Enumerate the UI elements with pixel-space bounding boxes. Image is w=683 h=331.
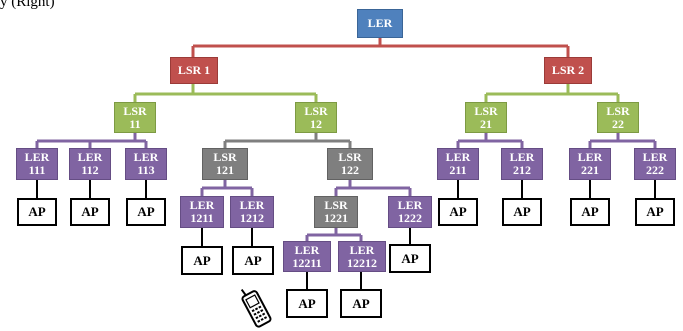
lsr-level3-links bbox=[223, 133, 352, 148]
node-label: LER bbox=[577, 150, 603, 164]
node-label: LSR 1 bbox=[177, 63, 211, 77]
node-lsr-1: LSR 1 bbox=[170, 57, 218, 84]
ap-box: AP bbox=[635, 198, 675, 226]
node-id: 12 bbox=[310, 116, 322, 131]
node-id: 112 bbox=[81, 163, 99, 177]
node-id: 111 bbox=[28, 163, 46, 177]
root-links bbox=[191, 38, 570, 57]
ler-links bbox=[35, 133, 657, 241]
node-id: 11 bbox=[129, 116, 141, 131]
node-label: LER bbox=[642, 150, 668, 164]
node-label: LER bbox=[294, 242, 320, 257]
node-id: 221 bbox=[581, 163, 599, 177]
node-id: 22 bbox=[612, 116, 624, 131]
node-id: 222 bbox=[646, 163, 664, 177]
ap-box: AP bbox=[340, 289, 382, 318]
ap-box: AP bbox=[126, 198, 166, 226]
node-label: LER bbox=[445, 150, 471, 164]
ap-box: AP bbox=[570, 198, 610, 226]
node-label: LSR bbox=[606, 103, 630, 118]
caption-fragment: y (Right) bbox=[0, 0, 55, 10]
node-id: 21 bbox=[480, 116, 492, 131]
ap-box: AP bbox=[17, 198, 57, 226]
node-label: LER bbox=[189, 198, 215, 212]
node-id: 1221 bbox=[324, 211, 348, 225]
node-id: 121 bbox=[216, 163, 234, 177]
ap-box: AP bbox=[286, 289, 328, 318]
ap-links bbox=[36, 180, 656, 289]
ap-box: AP bbox=[438, 198, 478, 226]
node-label: LER bbox=[77, 150, 103, 164]
node-id: 12212 bbox=[347, 255, 377, 270]
node-label: LER bbox=[24, 150, 50, 164]
ap-box: AP bbox=[70, 198, 110, 226]
lsr-level2-links bbox=[133, 84, 620, 102]
node-id: 1211 bbox=[190, 211, 214, 225]
node-label: LSR bbox=[304, 103, 328, 118]
node-id: 122 bbox=[341, 163, 359, 177]
node-label: LER bbox=[349, 242, 375, 257]
node-label: LSR bbox=[213, 150, 237, 164]
node-label: LSR 2 bbox=[551, 63, 585, 77]
node-label: LER bbox=[239, 198, 265, 212]
node-ler-root: LER bbox=[357, 9, 403, 38]
node-label: LER bbox=[397, 198, 423, 212]
ap-box: AP bbox=[502, 198, 542, 226]
mobile-phone-icon bbox=[240, 288, 272, 328]
node-id: 1212 bbox=[240, 211, 264, 225]
node-label: LSR bbox=[474, 103, 498, 118]
node-label: LSR bbox=[123, 103, 147, 118]
node-lsr-2: LSR 2 bbox=[544, 57, 592, 84]
node-id: 12211 bbox=[292, 255, 322, 270]
node-id: 113 bbox=[137, 163, 155, 177]
ap-box: AP bbox=[389, 244, 431, 273]
node-id: 212 bbox=[513, 163, 531, 177]
node-label: LER bbox=[133, 150, 159, 164]
ap-box: AP bbox=[232, 246, 274, 275]
node-label: LSR bbox=[324, 198, 348, 212]
node-label: LER bbox=[367, 16, 393, 30]
node-label: LER bbox=[509, 150, 535, 164]
node-id: 211 bbox=[449, 163, 467, 177]
ap-box: AP bbox=[181, 246, 223, 275]
node-label: LSR bbox=[338, 150, 362, 164]
node-id: 1222 bbox=[398, 211, 422, 225]
